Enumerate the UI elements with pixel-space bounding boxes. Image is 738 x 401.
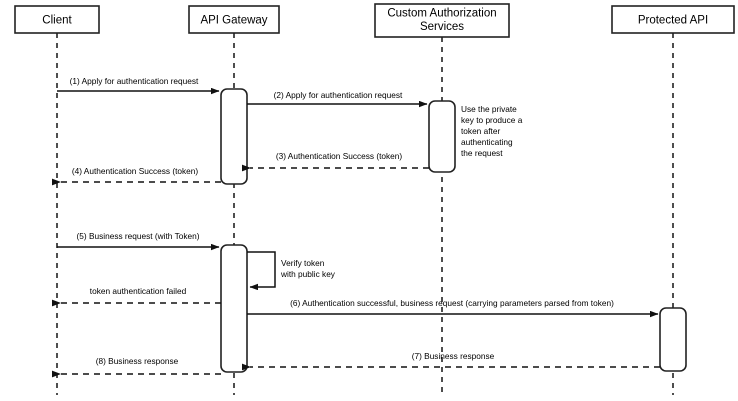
participant-label-client: Client [42,15,72,27]
message-1-label: (1) Apply for authentication request [70,76,199,86]
activation-api-gateway-business [220,244,248,373]
participant-label-custom-auth-line1: Custom Authorization [387,8,496,20]
note-private-key: Use the private key to produce a token a… [461,104,523,158]
message-5-label: (5) Business request (with Token) [77,231,200,241]
note-line-2: key to produce a [461,115,523,125]
message-7[interactable]: (7) Business response [242,351,660,371]
message-self-label-line2: with public key [280,269,336,279]
message-token-auth-failed[interactable]: token authentication failed [52,286,221,307]
message-self-verify-token[interactable]: Verify token with public key [247,251,336,291]
message-6[interactable]: (6) Authentication successful, business … [247,298,659,318]
participant-label-api-gateway: API Gateway [200,15,267,27]
activation-protected-api [659,307,687,372]
message-2[interactable]: (2) Apply for authentication request [247,90,428,108]
activation-api-gateway-auth [220,88,248,185]
note-line-3: token after [461,126,500,136]
message-6-label: (6) Authentication successful, business … [290,298,614,308]
message-2-label: (2) Apply for authentication request [274,90,403,100]
message-token-auth-failed-label: token authentication failed [90,286,187,296]
message-3[interactable]: (3) Authentication Success (token) [242,151,429,172]
message-8-label: (8) Business response [96,356,179,366]
note-line-1: Use the private [461,104,517,114]
message-4-label: (4) Authentication Success (token) [72,166,199,176]
note-line-5: the request [461,148,503,158]
participant-box-protected-api[interactable] [611,5,735,34]
message-5[interactable]: (5) Business request (with Token) [57,231,220,251]
participant-label-protected-api: Protected API [638,15,708,27]
activation-custom-auth [428,100,456,173]
lifeline-client[interactable]: Client [14,5,100,395]
message-7-label: (7) Business response [412,351,495,361]
message-self-label-line1: Verify token [281,258,325,268]
participant-label-custom-auth-line2: Services [420,21,464,33]
message-8[interactable]: (8) Business response [52,356,221,378]
lifeline-protected-api[interactable]: Protected API [611,5,735,395]
lifeline-custom-auth[interactable]: Custom Authorization Services [374,3,510,395]
note-line-4: authenticating [461,137,513,147]
message-1[interactable]: (1) Apply for authentication request [57,76,220,95]
message-4[interactable]: (4) Authentication Success (token) [52,166,221,186]
message-3-label: (3) Authentication Success (token) [276,151,403,161]
participant-box-api-gateway[interactable] [188,5,280,34]
message-self-arrow [247,251,276,291]
